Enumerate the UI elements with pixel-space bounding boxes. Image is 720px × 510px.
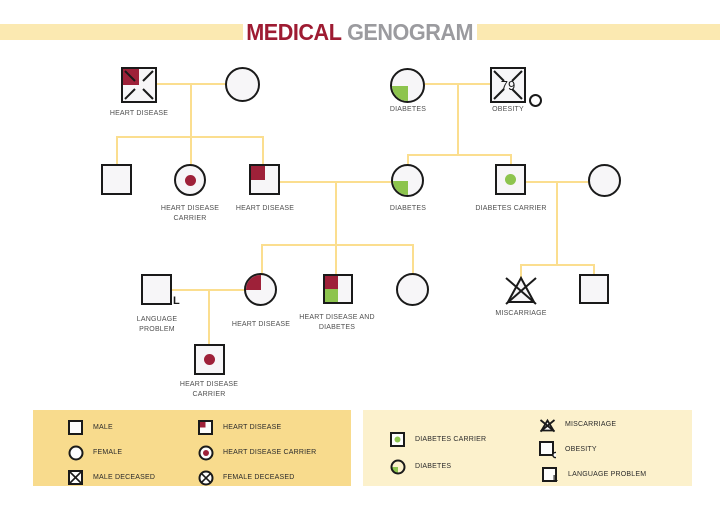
person-grandmother-diabetes (390, 68, 425, 103)
person-grandfather-obesity-deceased: 79 (490, 67, 526, 103)
carrier-dot (204, 354, 215, 365)
female-deceased-icon (197, 470, 214, 486)
person-label: HEART DISEASE (235, 205, 295, 212)
title-word-medical: MEDICAL (246, 18, 343, 45)
obesity-icon (539, 440, 556, 459)
diabetes-icon (389, 459, 406, 475)
person-son-heart-disease-and-diabetes (323, 274, 353, 304)
person-label: HEART DISEASE CARRIER (179, 381, 239, 398)
legend-label: MALE DECEASED (93, 474, 156, 481)
person-label: DIABETES (389, 106, 427, 113)
person-aunt-heart-disease-carrier (174, 164, 206, 196)
heart-disease-quadrant (251, 166, 265, 180)
deceased-x-icon (493, 70, 523, 100)
legend-item: MALE (67, 415, 155, 440)
legend-label: HEART DISEASE CARRIER (223, 449, 317, 456)
person-aunt-by-marriage (588, 164, 621, 197)
person-daughter (396, 273, 429, 306)
legend-item: FEMALE DECEASED (197, 465, 316, 490)
legend-item: MALE DECEASED (67, 465, 155, 490)
legend-item: L LANGUAGE PROBLEM (539, 462, 646, 487)
deceased-x-icon (124, 70, 154, 100)
person-label: DIABETES (389, 205, 427, 212)
person-label: LANGUAGE PROBLEM (136, 316, 178, 333)
legend-label: DIABETES (415, 463, 452, 470)
diabetes-quadrant (325, 289, 338, 302)
legend-item: MISCARRIAGE (539, 412, 646, 437)
person-husband-language-problem (141, 274, 172, 305)
title-word-genogram: GENOGRAM (347, 18, 474, 45)
legend-label: DIABETES CARRIER (415, 436, 487, 443)
person-label: OBESITY (492, 106, 524, 113)
person-label: HEART DISEASE (231, 321, 291, 328)
legend-label: HEART DISEASE (223, 424, 282, 431)
female-icon (67, 445, 84, 461)
legend-box-left: MALE FEMALE MALE DECEASED (33, 410, 351, 486)
person-label: MISCARRIAGE (495, 310, 547, 317)
person-label: HEART DISEASE CARRIER (160, 205, 220, 222)
person-grandmother (225, 67, 260, 102)
legend-item: DIABETES CARRIER (389, 426, 486, 453)
legend-label: MISCARRIAGE (565, 421, 617, 428)
legend-item: FEMALE (67, 440, 155, 465)
diabetes-quadrant (393, 180, 408, 195)
age-value: 79 (500, 77, 516, 93)
person-father-heart-disease (249, 164, 280, 195)
person-daughter-heart-disease (244, 273, 277, 306)
person-label: HEART DISEASE AND DIABETES (299, 314, 375, 331)
male-deceased-icon (67, 470, 84, 485)
legend-label: FEMALE DECEASED (223, 474, 295, 481)
language-problem-icon: L (539, 467, 559, 483)
language-problem-letter: L (553, 474, 558, 483)
legend-label: OBESITY (565, 446, 597, 453)
carrier-dot (184, 174, 196, 186)
person-grandson-heart-disease-carrier (194, 344, 225, 375)
person-grandfather-heart-disease-deceased (121, 67, 157, 103)
legend-label: MALE (93, 424, 113, 431)
miscarriage-icon (539, 417, 556, 433)
legend-box-right: DIABETES CARRIER DIABETES (363, 410, 692, 486)
heart-disease-icon (197, 420, 214, 435)
carrier-dot (505, 174, 516, 185)
person-uncle-diabetes-carrier (495, 164, 526, 195)
legend-item: HEART DISEASE (197, 415, 316, 440)
obesity-marker-icon (529, 94, 542, 107)
person-uncle (101, 164, 132, 195)
legend-item: OBESITY (539, 437, 646, 462)
heart-disease-quadrant (246, 275, 261, 290)
heart-disease-quadrant (325, 276, 338, 289)
person-label: DIABETES CARRIER (475, 205, 547, 212)
legend-label: FEMALE (93, 449, 123, 456)
diabetes-quadrant (392, 85, 408, 101)
legend-item: HEART DISEASE CARRIER (197, 440, 316, 465)
person-mother-diabetes (391, 164, 424, 197)
miscarriage-symbol (505, 275, 537, 305)
heart-disease-carrier-icon (197, 445, 214, 461)
language-problem-letter: L (173, 295, 180, 307)
male-icon (67, 420, 84, 435)
person-label: HEART DISEASE (109, 110, 169, 117)
person-cousin (579, 274, 609, 304)
legend-item: DIABETES (389, 453, 486, 480)
diabetes-carrier-icon (389, 432, 406, 447)
legend-label: LANGUAGE PROBLEM (568, 471, 647, 478)
